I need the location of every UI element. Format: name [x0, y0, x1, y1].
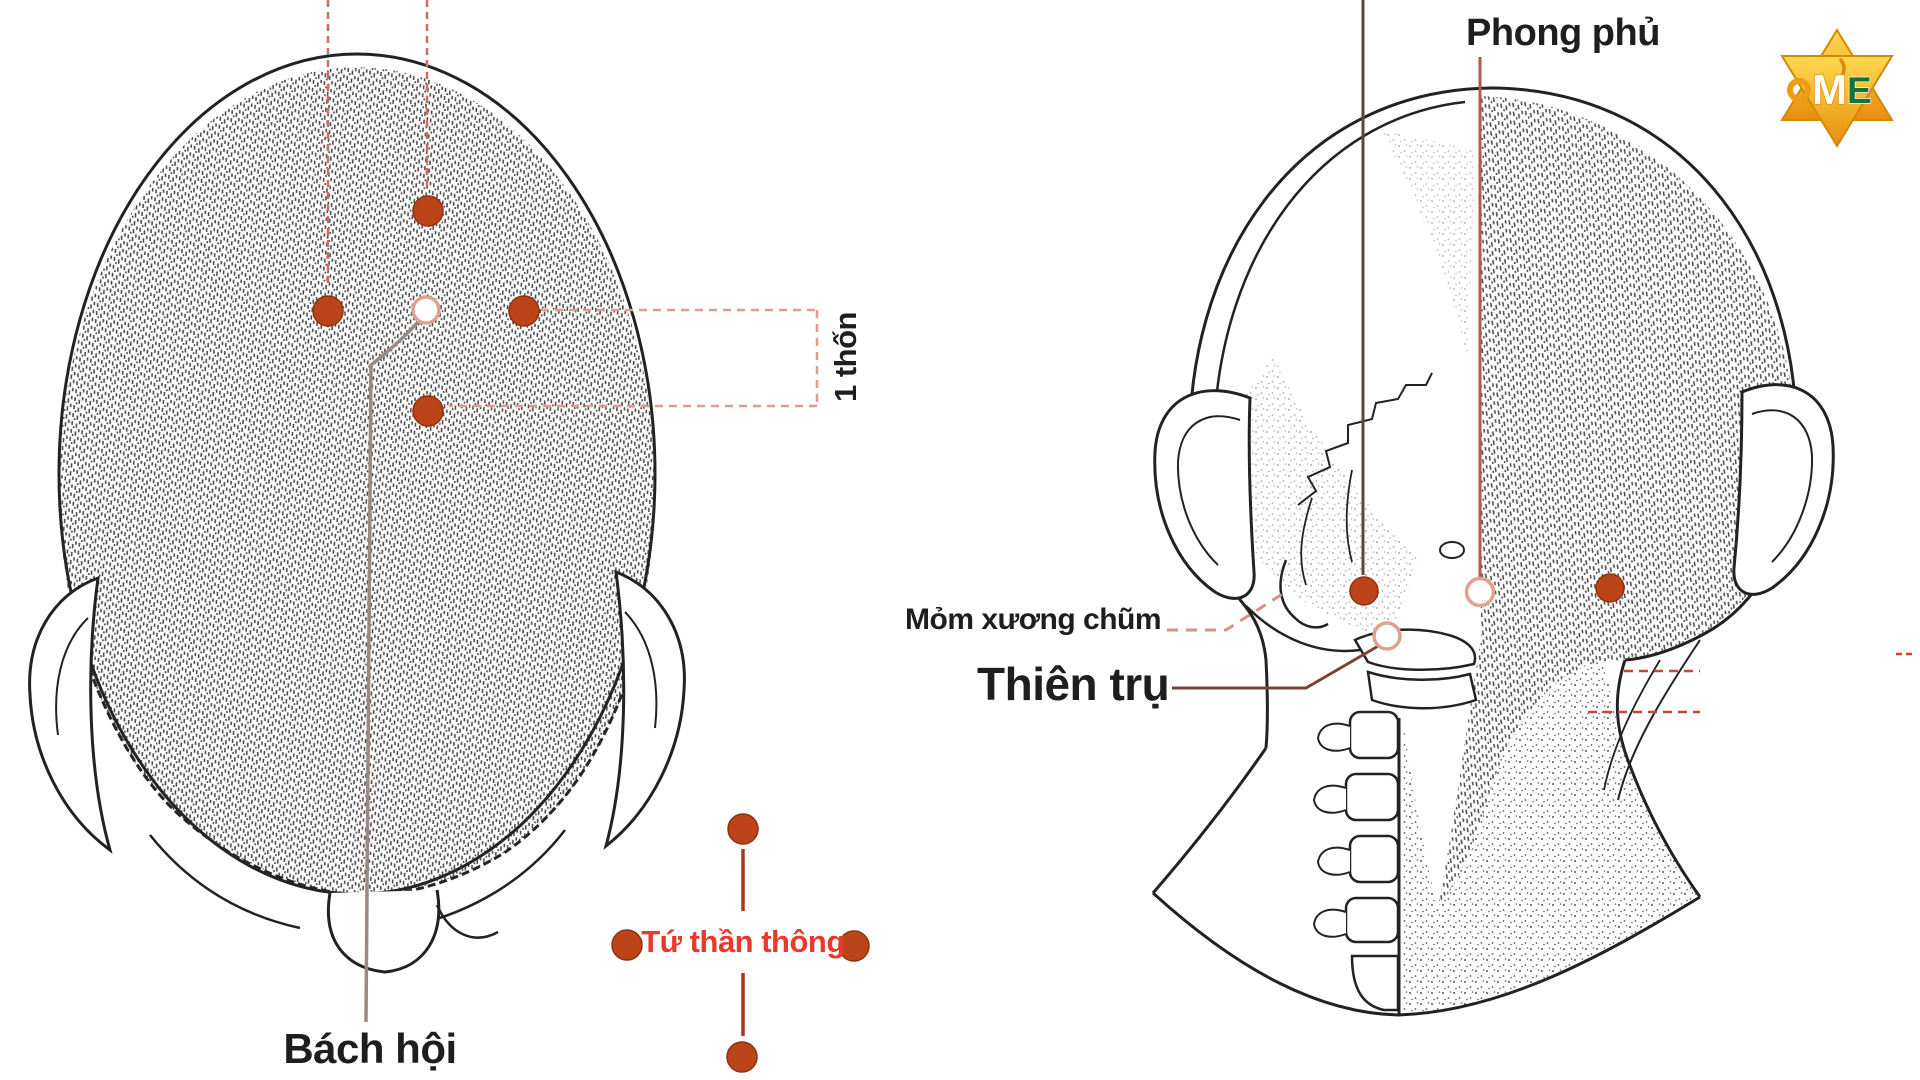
point-back [412, 395, 444, 427]
inner-skull-arc [1212, 100, 1466, 433]
skull-stipple-patch [1212, 356, 1418, 638]
right-head-hair-texture [1438, 96, 1796, 906]
suture-crack-1 [1300, 497, 1313, 586]
legend-dot-top [727, 813, 759, 845]
vertebra-knob [1312, 908, 1347, 938]
logo-letter-m: M [1812, 66, 1847, 113]
vertebra-knob [1312, 784, 1347, 814]
vertebra [1348, 834, 1400, 884]
mom-xuong-chum-leader [1167, 591, 1285, 632]
left-cheek-line [149, 834, 301, 930]
skull-stipple-patch-upper [1380, 130, 1475, 360]
vertebra-taper [1350, 954, 1400, 1012]
right-ear [603, 569, 686, 850]
bach-hoi-label: Bách hội [283, 1025, 456, 1072]
vertebra-knob [1316, 722, 1351, 752]
thien-tru-label: Thiên trụ [977, 658, 1169, 710]
tu-than-thong-legend: Tứ thần thông [611, 813, 870, 1073]
tu-than-thong-label: Tứ thần thông [641, 924, 845, 959]
point-front [412, 195, 444, 227]
point-right [508, 295, 540, 327]
thien-tru-point [1372, 621, 1402, 651]
legend-dot-right [838, 930, 870, 962]
logo-letter-e: E [1847, 70, 1871, 111]
thien-tru-leader [1172, 643, 1381, 690]
axis-vertebra [1366, 670, 1478, 710]
right-head-back-view: Phong phủ Mỏm xương chũm Thiên trụ [905, 0, 1914, 1017]
nose [327, 889, 441, 974]
legend-dot-left [611, 929, 643, 961]
right-head-outline [1151, 86, 1798, 1017]
brand-logo: M E [1780, 28, 1894, 148]
one-thon-bracket [449, 308, 819, 408]
vertebra-knob [1316, 846, 1351, 876]
bach-hoi-leader-line [364, 320, 420, 1023]
left-head-top-view: 1 thốn Bách hội [28, 0, 863, 1072]
logo-o-ring-icon [1787, 78, 1811, 102]
hair-side-point [1595, 573, 1625, 603]
neck-muscle-line-1 [1617, 639, 1701, 801]
bach-hoi-point [411, 295, 441, 325]
vertebra [1344, 896, 1400, 944]
vertebra [1344, 772, 1400, 822]
point-left [312, 295, 344, 327]
vertebra [1348, 710, 1400, 760]
tu-than-thong-points [312, 195, 540, 427]
suture-crack-2 [1345, 469, 1353, 563]
phong-phu-point [1464, 576, 1496, 608]
cervical-spine [1312, 628, 1478, 1014]
mastoid-point [1349, 576, 1379, 606]
logo-apostrophe [1839, 58, 1846, 75]
phong-phu-label: Phong phủ [1466, 12, 1660, 54]
lambdoid-suture [1297, 372, 1433, 506]
occipital-protuberance [1439, 541, 1465, 559]
right-head-right-ear [1732, 383, 1835, 596]
hair-texture [59, 67, 655, 895]
mom-xuong-chum-label: Mỏm xương chũm [905, 603, 1161, 636]
right-head-left-ear [1153, 389, 1256, 600]
one-thon-label: 1 thốn [828, 312, 863, 402]
star-icon [1780, 28, 1894, 148]
neck-muscle-line-2 [1603, 659, 1661, 791]
nose-side-bump [435, 904, 499, 939]
mastoid-process [1279, 559, 1329, 629]
legend-dot-bottom [726, 1041, 758, 1073]
left-ear [28, 575, 113, 854]
occiput-contour [1245, 605, 1361, 653]
neck-dashed-marks [1588, 669, 1700, 714]
